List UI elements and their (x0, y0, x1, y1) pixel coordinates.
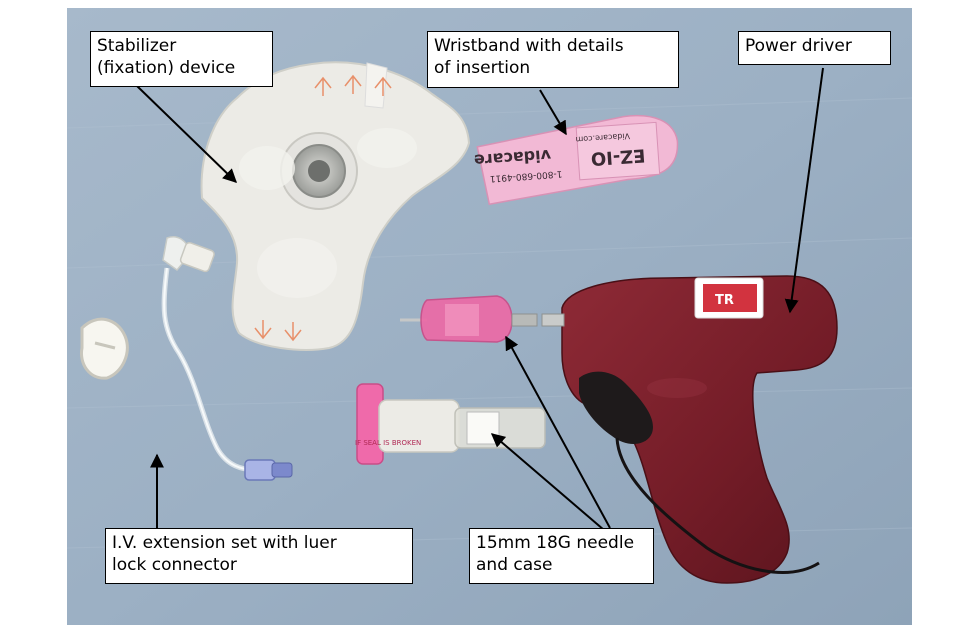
label-needle: 15mm 18G needle and case (469, 528, 654, 584)
label-stabilizer-line1: Stabilizer (97, 36, 177, 56)
needle (400, 295, 538, 343)
wristband-brand: EZ-IO (590, 144, 646, 169)
label-power-driver-line1: Power driver (745, 36, 852, 56)
label-extension-set-line2: lock connector (112, 555, 237, 575)
label-stabilizer: Stabilizer (fixation) device (90, 31, 273, 87)
label-needle-line2: and case (476, 555, 553, 575)
label-stabilizer-line2: (fixation) device (97, 58, 236, 78)
label-wristband-line1: Wristband with details (434, 36, 624, 56)
label-wristband-line2: of insertion (434, 58, 531, 78)
label-needle-line1: 15mm 18G needle (476, 533, 635, 553)
label-extension-set: I.V. extension set with luer lock connec… (105, 528, 413, 584)
case-label: IF SEAL IS BROKEN (355, 439, 421, 447)
driver-tag: TR (715, 293, 734, 308)
wristband: vidacare 1-800-680-4911 Vidacare.com EZ-… (473, 114, 679, 206)
wristband-site: Vidacare.com (575, 131, 630, 144)
stabilizer-device (200, 61, 471, 351)
iv-extension-set (79, 236, 293, 481)
label-power-driver: Power driver (738, 31, 891, 65)
label-wristband: Wristband with details of insertion (427, 31, 679, 88)
label-extension-set-line1: I.V. extension set with luer (112, 533, 337, 553)
